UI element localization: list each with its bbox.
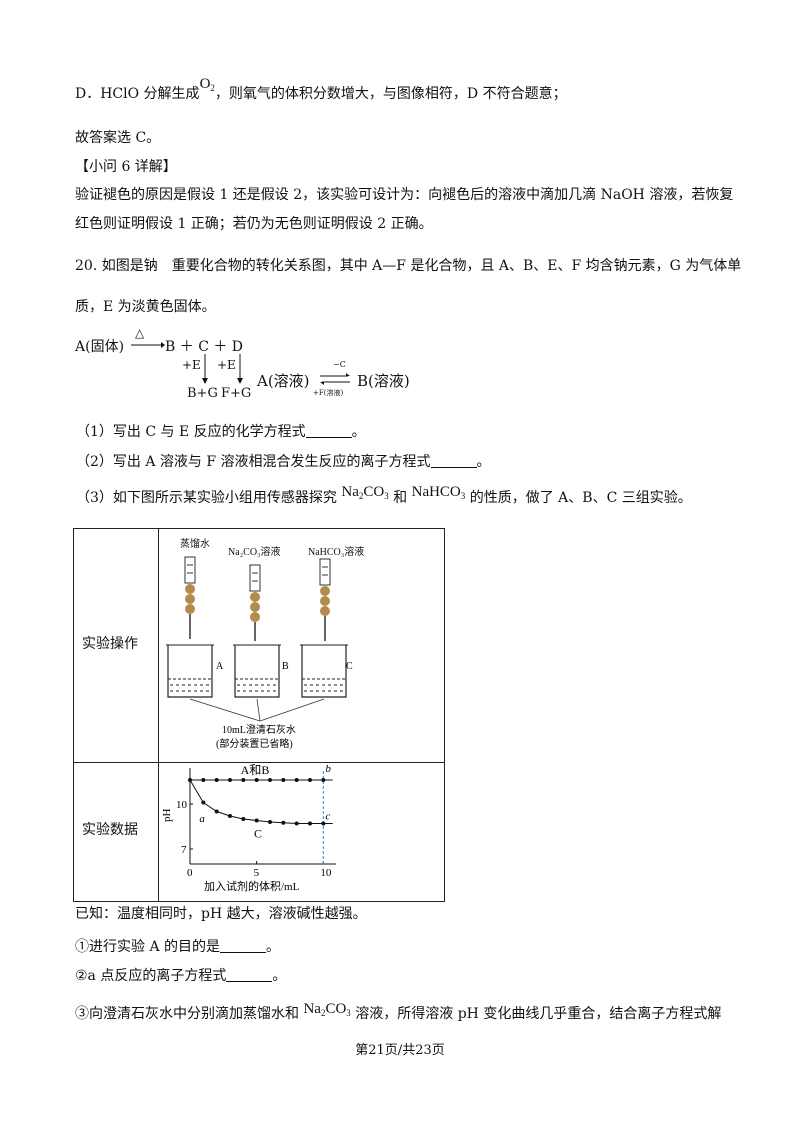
- beaker-c-label: C: [346, 661, 353, 672]
- x-axis-label: 加入试剂的体积/mL: [204, 879, 300, 893]
- answer-blank-3: [220, 940, 267, 953]
- delta-symbol: △: [135, 326, 145, 340]
- y-tick-label: 7: [181, 844, 187, 856]
- na2co3-formula: Na2CO3: [341, 484, 389, 501]
- series-label-ab: A和B: [241, 764, 270, 777]
- y-tick-label: 10: [176, 799, 188, 811]
- q6-text-1: 验证褪色的原因是假设 1 还是假设 2，该实验可设计为：向褪色后的溶液中滴加几滴…: [75, 187, 734, 203]
- data-point: [254, 778, 259, 782]
- page-footer: 第21页/共23页: [355, 1043, 445, 1058]
- dropper-label-3: NaHCO₃溶液: [308, 545, 364, 558]
- annotation-a: a: [199, 813, 205, 825]
- plus-e-2: +E: [217, 358, 236, 372]
- plus-f-label: +F(溶液): [313, 389, 344, 397]
- data-point: [294, 821, 299, 826]
- x-tick-label: 5: [254, 867, 260, 879]
- dropper-c: [319, 558, 331, 641]
- beaker-a-label: A: [216, 661, 224, 672]
- x-tick-label: 10: [320, 867, 332, 879]
- data-point: [308, 778, 312, 782]
- data-point: [321, 778, 326, 782]
- data-point: [201, 778, 206, 782]
- apparatus-illustration: 蒸馏水 Na₂CO₃溶液 NaHCO₃溶液: [166, 537, 364, 750]
- reaction-scheme: A(固体) △ B ＋ C ＋ D +E +E B+G F+G A(溶液) −C…: [75, 326, 435, 410]
- arrow-down-c: [202, 354, 208, 384]
- sub-3: ③向澄清石灰水中分别滴加蒸馏水和 Na2CO3 溶液，所得溶液 pH 变化曲线几…: [75, 1001, 722, 1022]
- sub-question-3: （3）如下图所示某实验小组用传感器探究 Na2CO3 和 NaHCO3 的性质，…: [76, 484, 692, 506]
- answer-line: 故答案选 C。: [75, 130, 161, 146]
- dropper-b: [249, 564, 261, 641]
- data-point: [308, 821, 312, 826]
- sub-question-2: （2）写出 A 溶液与 F 溶液相混合发生反应的离子方程式。: [76, 454, 491, 470]
- na2co3-formula-2: Na2CO3: [303, 1001, 351, 1018]
- data-point: [254, 818, 259, 823]
- data-point: [228, 814, 232, 818]
- b-solution: B(溶液): [357, 372, 410, 390]
- o2-formula: O2: [199, 76, 215, 93]
- beaker-b: [233, 644, 281, 698]
- series-label-c: C: [254, 827, 262, 841]
- data-point: [228, 778, 232, 782]
- note-omitted: (部分装置已省略): [216, 737, 293, 750]
- sub-2: ②a 点反应的离子方程式。: [75, 968, 287, 984]
- y-axis-label: pH: [161, 809, 173, 823]
- series-line-1: [189, 779, 333, 824]
- data-point: [201, 800, 206, 805]
- beaker-b-label: B: [282, 661, 289, 672]
- row-label-data: 实验数据: [82, 822, 138, 838]
- data-point: [281, 820, 286, 825]
- answer-blank-2: [430, 455, 477, 468]
- beaker-a: [166, 644, 214, 698]
- q20-text-1: 20. 如图是钠 重要化合物的转化关系图，其中 A—F 是化合物，且 A、B、E…: [75, 258, 742, 274]
- answer-blank-1: [305, 425, 352, 438]
- x-tick-label: 0: [187, 867, 193, 879]
- data-point: [268, 778, 272, 782]
- arrow-down-d: [237, 354, 243, 384]
- data-point: [321, 821, 326, 826]
- option-d-line: D．HClO 分解生成O2，则氧气的体积分数增大，与图像相符，D 不符合题意；: [75, 76, 567, 108]
- data-point: [281, 778, 286, 782]
- data-point: [241, 817, 246, 821]
- experiment-table: 实验操作 实验数据 蒸馏水 Na₂CO₃溶液 NaHCO₃溶液: [73, 528, 445, 902]
- a-solid: A(固体): [75, 339, 125, 355]
- dropper-label-2: Na₂CO₃溶液: [228, 545, 281, 558]
- dropper-label-1: 蒸馏水: [180, 537, 210, 550]
- minus-c-label: −C: [333, 360, 346, 369]
- equilibrium-arrows: [320, 373, 350, 385]
- data-point: [268, 820, 272, 824]
- annotation-b: b: [325, 764, 331, 775]
- q20-text-2: 质，E 为淡黄色固体。: [75, 299, 216, 315]
- data-point: [294, 778, 299, 782]
- plus-e-1: +E: [182, 358, 201, 372]
- sub-question-1: （1）写出 C 与 E 反应的化学方程式。: [76, 424, 366, 440]
- note-limewater: 10mL澄清石灰水: [222, 723, 296, 736]
- heat-arrow: [131, 342, 165, 348]
- data-point: [241, 778, 246, 782]
- q6-text-2: 红色则证明假设 1 正确；若仍为无色则证明假设 2 正确。: [75, 216, 433, 232]
- beaker-c: [300, 644, 348, 698]
- nahco3-formula: NaHCO3: [411, 484, 466, 501]
- row-label-operation: 实验操作: [82, 636, 138, 652]
- option-d-text-2: ，则氧气的体积分数增大，与图像相符，D 不符合题意；: [214, 86, 567, 102]
- known-line: 已知：温度相同时，pH 越大，溶液碱性越强。: [75, 906, 367, 922]
- annotation-c: c: [325, 811, 330, 823]
- f-g: F+G: [221, 386, 252, 401]
- data-point: [214, 778, 219, 782]
- option-d-text: D．HClO 分解生成: [75, 86, 200, 102]
- sub-1: ①进行实验 A 的目的是。: [75, 939, 281, 955]
- answer-blank-4: [226, 969, 273, 982]
- products: B ＋ C ＋ D: [165, 339, 244, 355]
- q6-header: 【小问 6 详解】: [75, 159, 177, 175]
- dropper-a: [184, 556, 196, 639]
- ph-chart: 0 5 10 10 7 A和B C a b c pH 加入试剂的体积/mL: [161, 764, 336, 893]
- a-solution: A(溶液): [257, 372, 310, 390]
- b-g: B+G: [187, 386, 218, 401]
- data-point: [214, 809, 219, 814]
